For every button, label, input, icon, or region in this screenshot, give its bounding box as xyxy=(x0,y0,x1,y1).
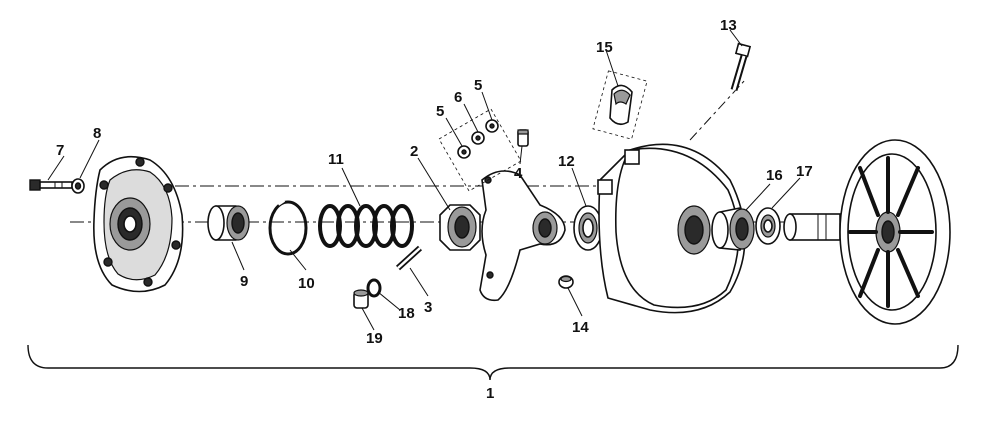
bearing-part xyxy=(711,207,755,251)
callout-9: 9 xyxy=(240,273,248,290)
movable-sheave-part xyxy=(597,143,746,314)
spider-bolt-part xyxy=(517,129,529,147)
callout-17: 17 xyxy=(796,163,813,180)
callout-19: 19 xyxy=(366,330,383,347)
callout-2: 2 xyxy=(410,143,418,160)
fixed-sheave-part xyxy=(783,139,951,325)
callout-3: 3 xyxy=(424,299,432,316)
long-bolt-part xyxy=(730,42,752,91)
callout-5b: 5 xyxy=(474,77,482,94)
leader-lines xyxy=(47,29,801,331)
bolt-part xyxy=(29,179,73,191)
thrust-washer-part xyxy=(573,205,603,251)
callout-10: 10 xyxy=(298,275,315,292)
roller-part xyxy=(353,289,369,309)
callout-12: 12 xyxy=(558,153,575,170)
callout-18: 18 xyxy=(398,305,415,322)
nut-part xyxy=(439,204,481,251)
sheave-cap-part xyxy=(592,70,648,140)
callout-8: 8 xyxy=(93,125,101,142)
spacer-washer-part xyxy=(755,207,781,245)
ball-part xyxy=(558,275,574,289)
callout-16: 16 xyxy=(766,167,783,184)
cover-plate-part xyxy=(93,155,184,293)
callout-15: 15 xyxy=(596,39,613,56)
callout-14: 14 xyxy=(572,319,589,336)
callout-4: 4 xyxy=(514,165,523,182)
callout-11: 11 xyxy=(328,151,344,168)
bushing-part xyxy=(207,205,250,241)
snap-ring-part xyxy=(268,198,308,256)
o-ring-part xyxy=(366,278,382,298)
spring-part xyxy=(318,204,414,248)
pin-part xyxy=(395,245,423,271)
washer-part xyxy=(71,178,85,194)
assembly-bracket xyxy=(27,344,959,381)
callout-13: 13 xyxy=(720,17,737,34)
callout-6: 6 xyxy=(454,89,462,106)
callout-7: 7 xyxy=(56,142,64,159)
callout-5a: 5 xyxy=(436,103,444,120)
callout-1: 1 xyxy=(486,385,494,402)
spider-part xyxy=(479,170,566,302)
